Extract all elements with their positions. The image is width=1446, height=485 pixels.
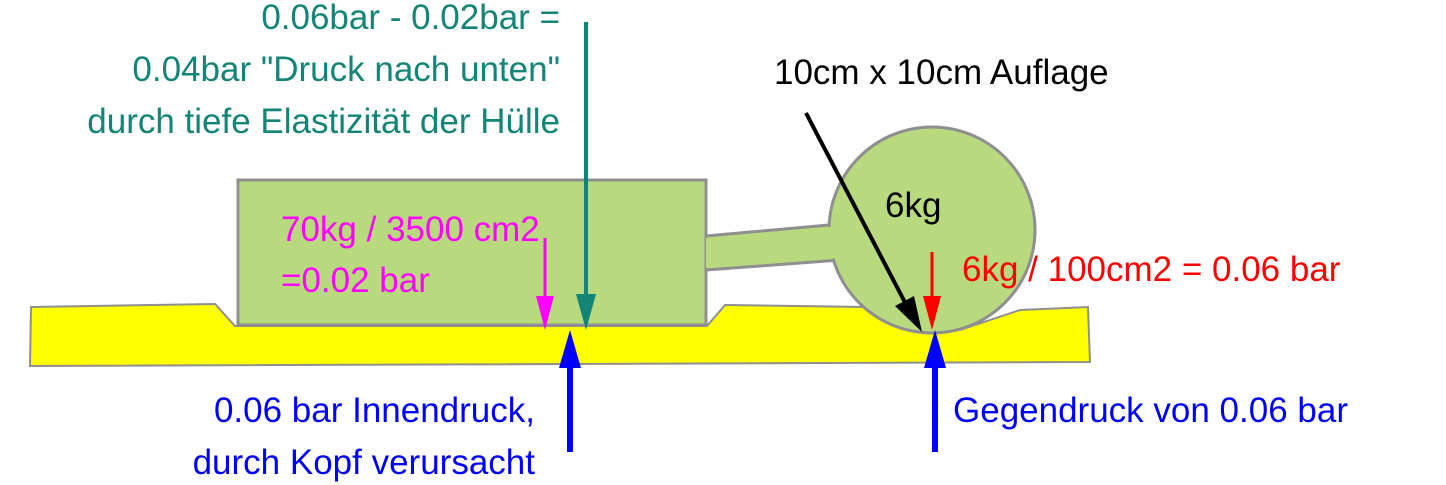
teal-arrow-head bbox=[576, 294, 596, 330]
magenta-arrow-head bbox=[536, 296, 554, 330]
teal-label-line1: 0.06bar - 0.02bar = bbox=[261, 0, 560, 37]
black-arrow-head bbox=[895, 296, 922, 332]
auflage-label: 10cm x 10cm Auflage bbox=[774, 53, 1109, 92]
body-block bbox=[236, 178, 708, 327]
black-arrow bbox=[804, 112, 912, 313]
blue-arrow-right-head bbox=[924, 330, 946, 368]
teal-label-line2: 0.04bar "Druck nach unten" bbox=[132, 50, 560, 89]
body-pressure-line2: =0.02 bar bbox=[281, 261, 430, 300]
red-arrow-head bbox=[923, 296, 941, 330]
teal-label-line3: durch tiefe Elastizität der Hülle bbox=[87, 102, 560, 141]
inner-pressure-line1: 0.06 bar Innendruck, bbox=[214, 391, 535, 430]
head-pressure-label: 6kg / 100cm2 = 0.06 bar bbox=[962, 250, 1341, 289]
blue-arrow-left-head bbox=[559, 330, 581, 368]
inner-pressure-line2: durch Kopf verursacht bbox=[193, 443, 536, 482]
head-mass-label: 6kg bbox=[885, 186, 941, 225]
body-pressure-line1: 70kg / 3500 cm2 bbox=[281, 210, 540, 249]
counter-pressure-label: Gegendruck von 0.06 bar bbox=[953, 391, 1348, 430]
